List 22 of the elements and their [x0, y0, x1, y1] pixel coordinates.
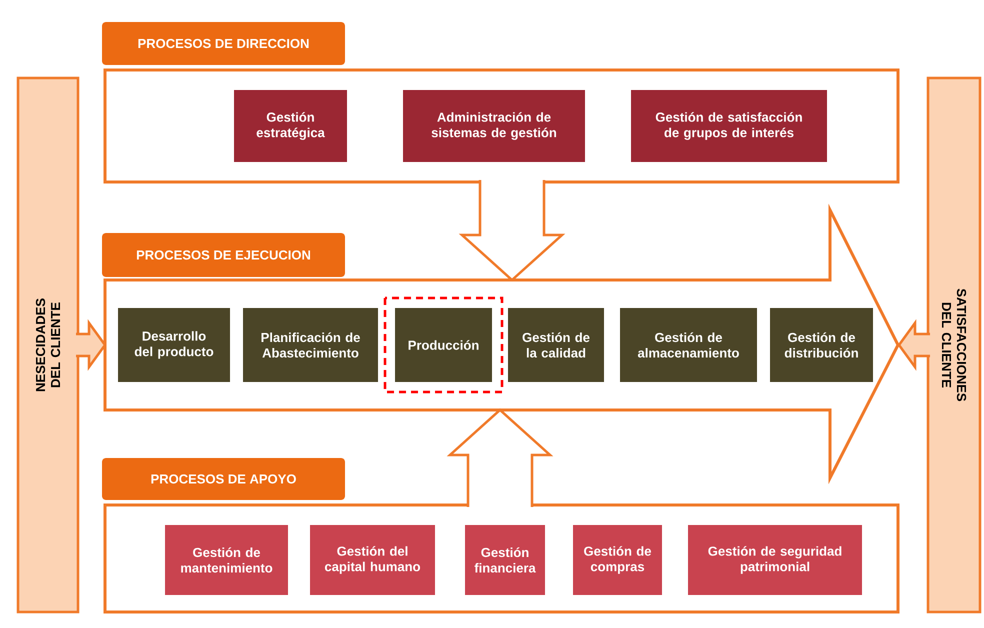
- heading-tab: PROCESOS DE DIRECCION: [102, 22, 345, 65]
- process-box: Gestión de almacenamiento: [620, 308, 757, 382]
- process-box: Gestión estratégica: [234, 90, 347, 162]
- block-arrow: [458, 178, 566, 282]
- process-box: Gestión del capital humano: [310, 525, 435, 595]
- process-box: Planificación de Abastecimiento: [243, 308, 378, 382]
- process-box: Gestión de compras: [573, 525, 662, 595]
- process-box: Administración de sistemas de gestión: [403, 90, 585, 162]
- side-bar: NESECIDADES DEL CLIENTE: [16, 76, 80, 614]
- block-arrow: [897, 319, 932, 371]
- process-box: Gestión de satisfacción de grupos de interés: [631, 90, 827, 162]
- heading-tab: PROCESOS DE EJECUCION: [102, 233, 345, 277]
- heading-tab: PROCESOS DE APOYO: [102, 458, 345, 500]
- process-box: Gestión de distribución: [770, 308, 873, 382]
- side-bar: SATISFACCIONES DEL CLIENTE: [926, 76, 982, 614]
- process-box: Gestión de seguridad patrimonial: [688, 525, 862, 595]
- process-box: Gestión financiera: [465, 525, 545, 595]
- process-box: Gestión de mantenimiento: [165, 525, 288, 595]
- process-box: Gestión de la calidad: [508, 308, 604, 382]
- process-box: Producción: [395, 308, 492, 382]
- block-arrow: [446, 408, 554, 508]
- process-box: Desarrollo del producto: [118, 308, 230, 382]
